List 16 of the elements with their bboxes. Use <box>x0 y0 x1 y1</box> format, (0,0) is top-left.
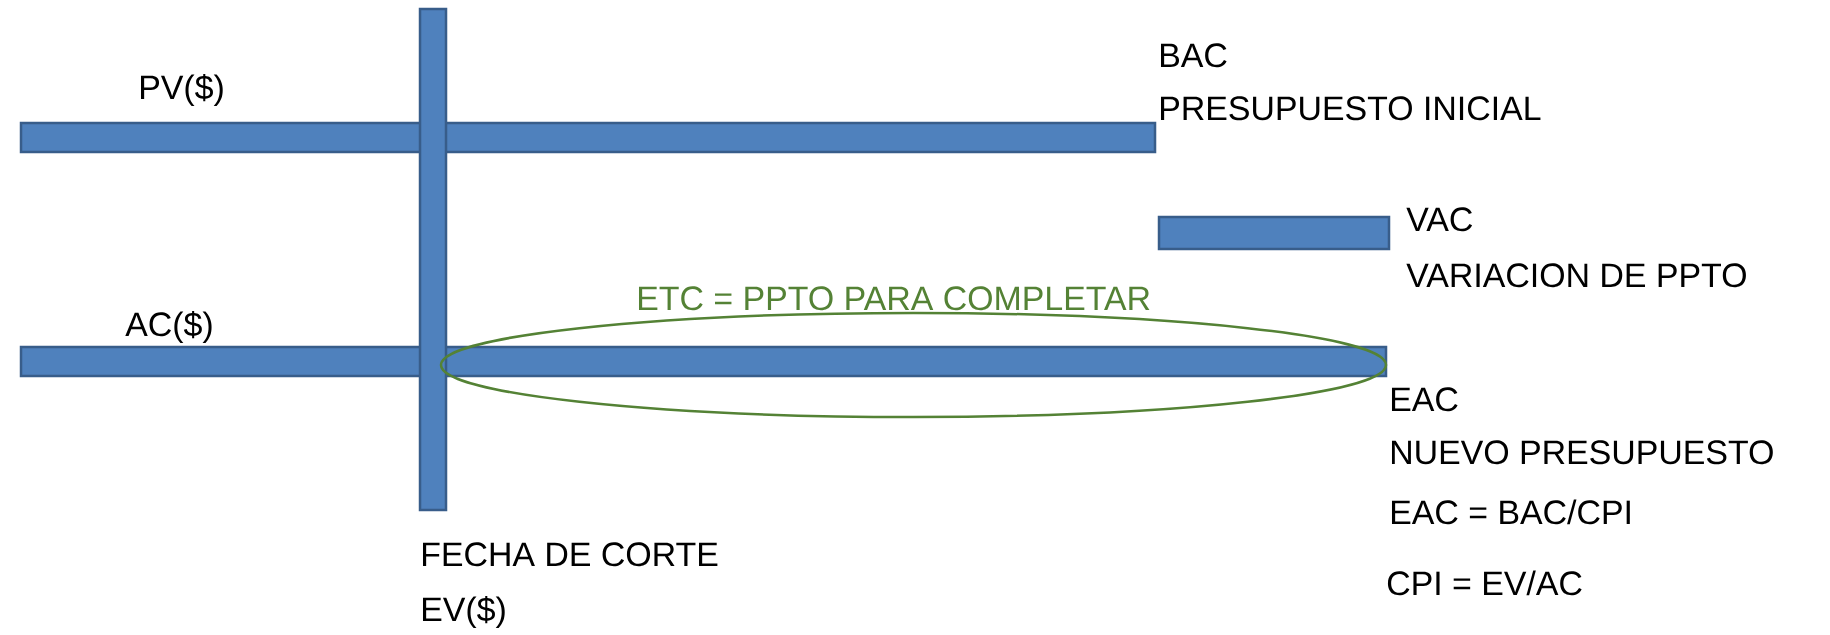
bar-label: AC($) <box>125 310 212 343</box>
bar <box>1157 215 1391 251</box>
formula-label: CPI = EV/AC <box>1387 570 1582 596</box>
bar-label: PRESUPUESTO INICIAL <box>1161 96 1541 121</box>
bar-label: BAC <box>1161 43 1227 68</box>
bar-label: NUEVO PRESUPUESTO <box>1392 440 1773 465</box>
bar-label: VARIACION DE PPTO <box>1406 263 1746 288</box>
bar-label: EV($) <box>423 595 505 628</box>
bar-label: FECHA DE CORTE <box>423 542 718 567</box>
bar-label: EAC <box>1392 387 1458 412</box>
bar-label: ETC = PPTO PARA COMPLETAR <box>639 286 1150 311</box>
bar <box>418 7 448 512</box>
bar-label: VAC <box>1406 207 1473 232</box>
bar-label: EAC = BAC/CPI <box>1392 499 1630 525</box>
ellipse-outline <box>439 311 1388 419</box>
bar-label: PV($) <box>141 73 223 106</box>
